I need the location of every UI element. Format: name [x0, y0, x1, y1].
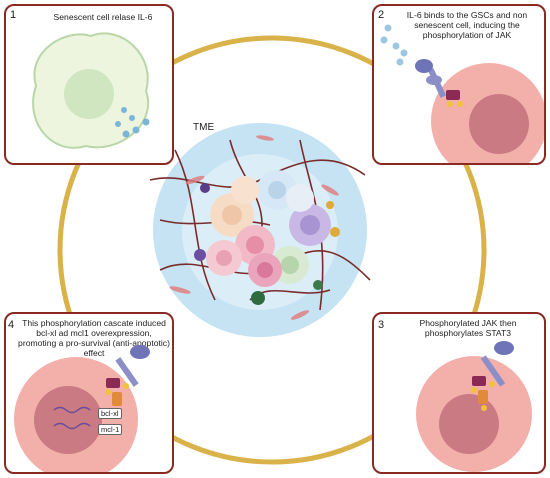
stat3-illustration	[416, 341, 532, 472]
panel-il6-binding: 2 IL-6 binds to the GSCs and non senesce…	[372, 4, 546, 165]
il6-receptor	[480, 341, 514, 387]
tumour-cells	[206, 170, 331, 287]
panel-stat3-phosphorylation: 3 Phosphorylated JAK then phosphorylates…	[372, 312, 546, 474]
jak-stat3-complex	[471, 376, 495, 411]
immune-cells	[194, 183, 340, 305]
gsc-nucleus	[469, 94, 529, 154]
jak-stat3-complex	[105, 378, 129, 406]
panel-number: 4	[8, 319, 15, 331]
tme-label: TME	[193, 122, 215, 133]
jak-kinase	[446, 90, 463, 107]
anti-apoptotic-illustration	[14, 345, 150, 472]
il6-particles	[380, 24, 408, 66]
il6-particles	[115, 107, 150, 138]
il6-binding-illustration	[380, 24, 544, 163]
panel-caption: This phosphorylation cascate induced bcl…	[18, 318, 170, 358]
panel-caption: Senescent cell relase IL-6	[53, 12, 153, 22]
senescent-nucleus	[64, 69, 114, 119]
panel-caption: IL-6 binds to the GSCs and non senescent…	[406, 10, 528, 40]
panel-caption: Phosphorylated JAK then phosphorylates S…	[419, 318, 517, 338]
outer-ring	[57, 35, 487, 465]
panel-anti-apoptotic: 4 This phosphorylation cascate induced b…	[4, 312, 174, 474]
gsc-nucleus	[439, 394, 499, 454]
panel-senescent-cell: 1 Senescent cell relase IL-6	[4, 4, 174, 165]
panel-number: 3	[378, 319, 385, 331]
panel-number: 1	[10, 9, 17, 21]
gene-mcl-1: mcl-1	[98, 424, 123, 435]
dna-strands	[53, 406, 91, 430]
senescent-cell-illustration	[32, 32, 150, 149]
gene-bcl-xl: bcl-xl	[98, 408, 122, 419]
panel-number: 2	[378, 9, 385, 21]
fibroblasts	[169, 135, 339, 320]
il6-receptor	[415, 59, 447, 98]
gsc-nucleus	[34, 386, 102, 454]
il6-receptor	[115, 345, 150, 387]
